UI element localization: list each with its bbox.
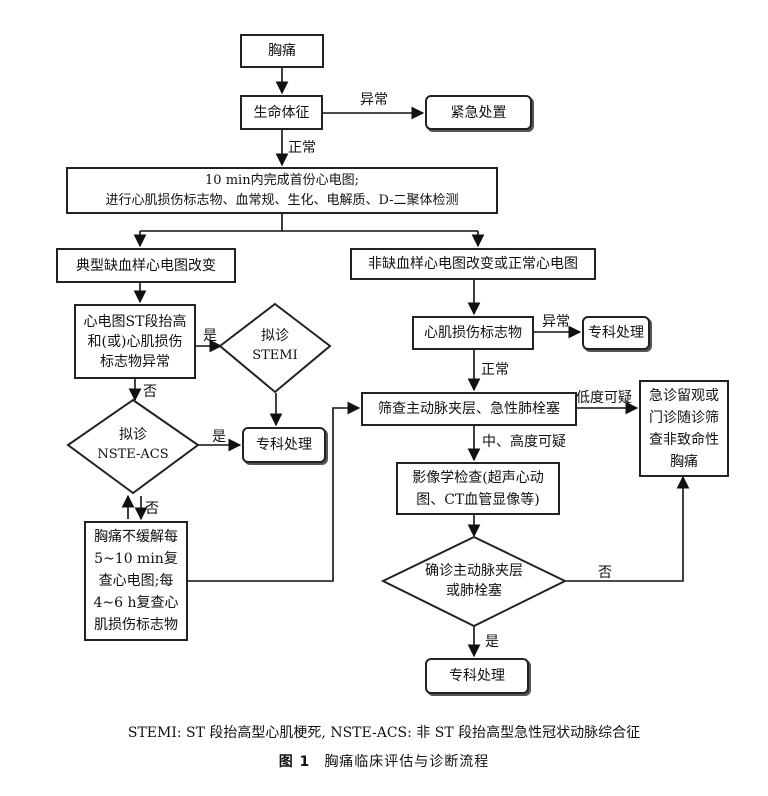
- caption-abbreviations: STEMI: ST 段抬高型心肌梗死, NSTE-ACS: 非 ST 段抬高型急…: [127, 725, 641, 741]
- label-no-1: 否: [143, 384, 157, 400]
- label-yes-2: 是: [212, 429, 226, 445]
- decision-stemi-shape: [218, 302, 332, 394]
- label-no-3: 否: [598, 565, 612, 581]
- node-st-elevation: 心电图ST段抬高和(或)心肌损伤标志物异常: [74, 304, 196, 379]
- confirm-line-1: 确诊主动脉夹层: [425, 563, 523, 579]
- node-reexam: 胸痛不缓解每5~10 min复查心电图;每4~6 h复查心肌损伤标志物: [84, 521, 188, 641]
- decision-nste-text: 拟诊 NSTE-ACS: [86, 420, 180, 470]
- label-abnormal-1: 异常: [360, 92, 388, 108]
- nste-line-1: 拟诊: [119, 427, 147, 443]
- node-screen: 筛查主动脉夹层、急性肺栓塞: [361, 392, 577, 426]
- label-normal-1: 正常: [288, 140, 316, 156]
- node-specialist-3: 专科处理: [425, 658, 529, 694]
- node-specialist-1: 专科处理: [242, 427, 326, 463]
- decision-stemi-text: 拟诊 STEMI: [232, 322, 318, 370]
- stemi-line-1: 拟诊: [261, 328, 289, 344]
- caption-figure: 图 1 胸痛临床评估与诊断流程: [0, 751, 768, 771]
- decision-confirm-shape: [380, 535, 568, 628]
- node-emergency: 紧急处置: [425, 95, 532, 130]
- figure-number: 图 1: [278, 754, 311, 770]
- confirm-line-2: 或肺栓塞: [446, 583, 502, 599]
- node-observe: 急诊留观或门诊随诊筛查非致命性胸痛: [639, 380, 729, 477]
- node-markers: 心肌损伤标志物: [412, 316, 534, 350]
- ecg-line-1: 10 min内完成首份心电图;: [205, 172, 359, 188]
- decision-confirm-text: 确诊主动脉夹层 或肺栓塞: [408, 556, 540, 606]
- edge-confirm-to-observe: [565, 475, 690, 582]
- label-mid-high-suspicion: 中、高度可疑: [482, 434, 566, 450]
- label-yes-1: 是: [203, 328, 217, 344]
- node-ecg-initial: 10 min内完成首份心电图; 进行心肌损伤标志物、血常规、生化、电解质、D-二…: [66, 167, 498, 214]
- node-imaging: 影像学检查(超声心动图、CT血管显像等): [396, 462, 560, 515]
- node-chest-pain: 胸痛: [240, 34, 324, 68]
- nste-line-2: NSTE-ACS: [97, 447, 169, 462]
- stemi-line-2: STEMI: [252, 348, 298, 363]
- edge-ecg-split: [140, 214, 478, 232]
- label-low-suspicion: 低度可疑: [576, 390, 632, 406]
- node-typical-ecg: 典型缺血样心电图改变: [56, 248, 236, 283]
- label-normal-2: 正常: [481, 362, 509, 378]
- node-vital-signs: 生命体征: [240, 95, 323, 130]
- decision-nste-shape: [66, 398, 200, 495]
- label-abnormal-2: 异常: [542, 314, 570, 330]
- node-nonischemic-ecg: 非缺血样心电图改变或正常心电图: [350, 248, 596, 280]
- ecg-line-2: 进行心肌损伤标志物、血常规、生化、电解质、D-二聚体检测: [105, 192, 459, 208]
- label-no-2: 否: [145, 501, 159, 517]
- edge-reexam-to-screen: [188, 401, 361, 582]
- figure-title: 胸痛临床评估与诊断流程: [324, 754, 490, 770]
- node-specialist-2: 专科处理: [582, 316, 650, 350]
- label-yes-3: 是: [485, 634, 499, 650]
